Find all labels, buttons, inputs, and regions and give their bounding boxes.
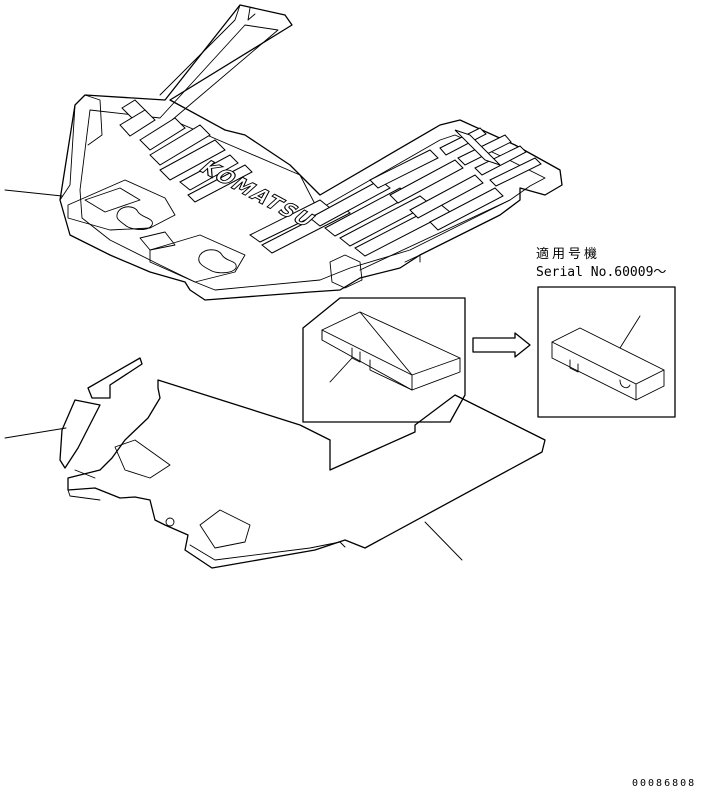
detail-box-after: [537, 286, 676, 418]
right-mat-slots: [249, 127, 542, 257]
detail-box-before: [302, 297, 466, 423]
leader-line-upper: [4, 189, 63, 197]
leader-line-lower-right: [424, 521, 463, 561]
replacement-arrow: [472, 332, 531, 358]
drawing-number: 00086808: [632, 778, 697, 789]
left-mat-slots: [119, 99, 253, 203]
upper-floor-mat: KOMATSU: [59, 4, 563, 301]
serial-number-label: Serial No.60009～: [536, 265, 667, 280]
leader-line-lower-left: [4, 427, 67, 439]
lower-floor-mat: [59, 357, 546, 569]
mat-logo: KOMATSU: [194, 157, 322, 232]
serial-applicability-label: 適用号機: [536, 247, 601, 262]
